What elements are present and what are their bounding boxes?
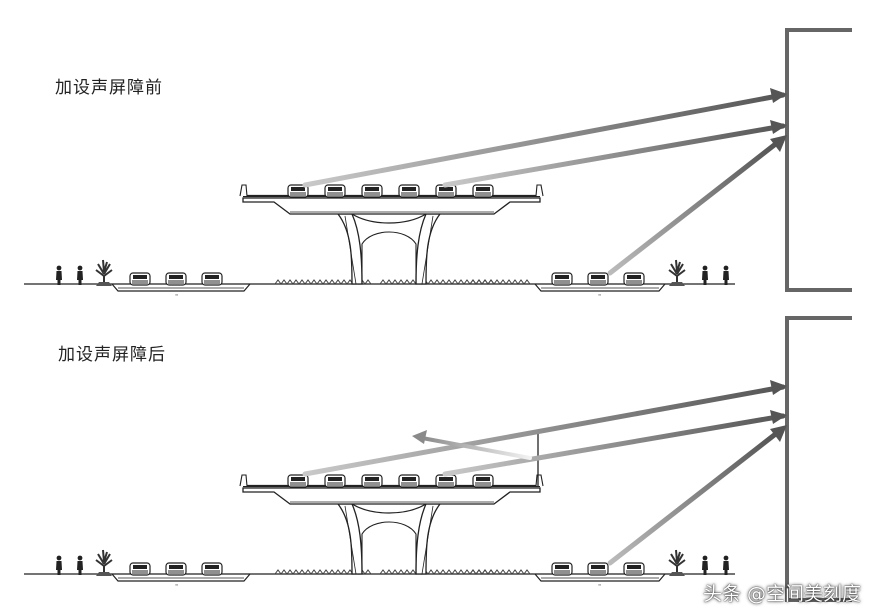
reflected-noise-arrow	[420, 436, 532, 460]
panel-before	[24, 28, 852, 297]
noise-arrow-head	[770, 135, 787, 152]
elevated-road-scene	[24, 475, 735, 587]
noise-arrow	[607, 426, 785, 566]
reflected-noise-arrow-head	[412, 430, 427, 444]
noise-arrow	[302, 92, 786, 188]
elevated-road-scene	[24, 185, 735, 297]
panel-label-after: 加设声屏障后	[58, 345, 166, 365]
panel-after	[24, 316, 852, 602]
building-outline	[785, 316, 852, 602]
noise-arrow-head	[770, 120, 787, 134]
watermark: 头条 @空间美刻度	[702, 583, 861, 605]
noise-arrow	[442, 123, 786, 188]
building-outline	[785, 28, 852, 292]
noise-arrow-head	[770, 380, 787, 395]
panel-label-before: 加设声屏障前	[55, 78, 163, 98]
noise-arrow	[442, 413, 786, 477]
noise-arrow-head	[770, 425, 787, 442]
noise-arrow-head	[770, 410, 787, 424]
noise-arrow-head	[770, 88, 787, 103]
noise-arrow	[302, 384, 786, 477]
noise-arrow	[607, 136, 785, 276]
